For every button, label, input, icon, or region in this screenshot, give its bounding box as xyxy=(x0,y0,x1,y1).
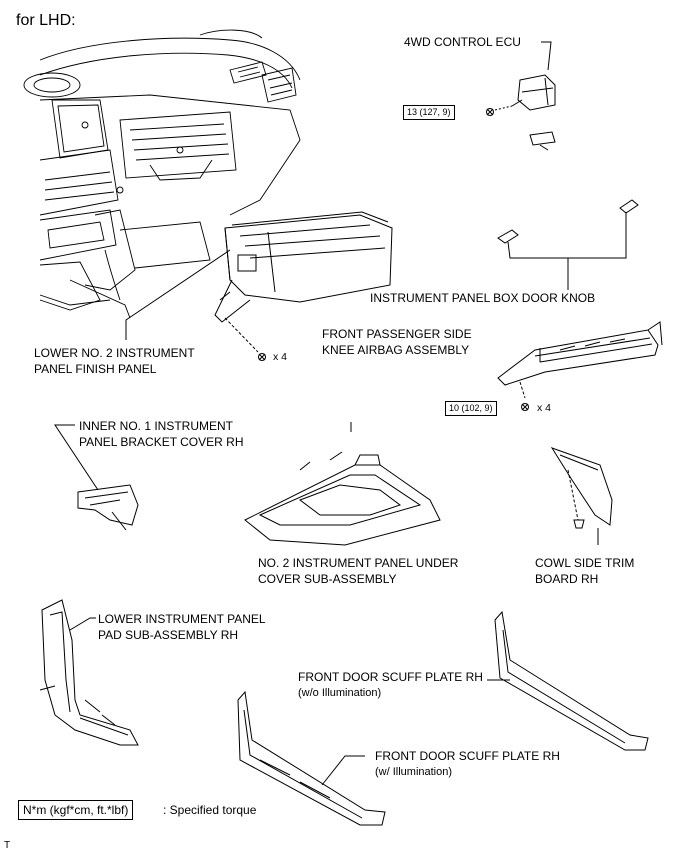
label-line: LOWER NO. 2 INSTRUMENT xyxy=(34,346,195,360)
qty-finish-panel-screws: x 4 xyxy=(273,351,288,363)
label-inner-bracket-cover: INNER NO. 1 INSTRUMENT PANEL BRACKET COV… xyxy=(79,418,243,450)
label-line: KNEE AIRBAG ASSEMBLY xyxy=(322,343,470,357)
label-line: INNER NO. 1 INSTRUMENT xyxy=(79,419,234,433)
label-4wd-control-ecu: 4WD CONTROL ECU xyxy=(404,35,521,49)
label-line: (w/o Illumination) xyxy=(298,687,382,699)
box-door-knobs xyxy=(497,199,639,259)
knee-airbag-assembly xyxy=(497,321,663,399)
label-line: PANEL BRACKET COVER RH xyxy=(79,435,244,449)
label-line: PAD SUB-ASSEMBLY RH xyxy=(98,628,239,642)
qty-airbag-bolts: x 4 xyxy=(537,402,552,414)
scuff-plate-w-illumination xyxy=(237,690,386,826)
label-line: COWL SIDE TRIM xyxy=(535,556,635,570)
label-box-door-knob: INSTRUMENT PANEL BOX DOOR KNOB xyxy=(370,291,596,305)
label-line: COVER SUB-ASSEMBLY xyxy=(258,572,397,586)
label-line: PANEL FINISH PANEL xyxy=(34,362,157,376)
ecu-module xyxy=(494,74,556,151)
label-line: (w/ Illumination) xyxy=(375,766,453,778)
torque-spec-airbag-bolt: 10 (102, 9) xyxy=(445,401,497,416)
page-title: for LHD: xyxy=(16,12,76,29)
label-lower-no2-finish-panel: LOWER NO. 2 INSTRUMENT PANEL FINISH PANE… xyxy=(34,345,195,377)
label-line: FRONT DOOR SCUFF PLATE RH xyxy=(375,749,560,763)
dashboard-illustration xyxy=(23,29,301,319)
legend-description: : Specified torque xyxy=(163,803,257,817)
label-line: BOARD RH xyxy=(535,572,599,586)
label-cowl-side-trim: COWL SIDE TRIM BOARD RH xyxy=(535,555,634,587)
legend-unit-box: N*m (kgf*cm, ft.*lbf) xyxy=(18,800,134,820)
label-scuff-plate-w: FRONT DOOR SCUFF PLATE RH (w/ Illuminati… xyxy=(375,748,560,780)
label-line: FRONT DOOR SCUFF PLATE RH xyxy=(298,670,483,684)
glove-box xyxy=(214,211,393,323)
label-knee-airbag: FRONT PASSENGER SIDE KNEE AIRBAG ASSEMBL… xyxy=(322,326,472,358)
lower-pad-assembly xyxy=(39,599,139,746)
label-scuff-plate-wo: FRONT DOOR SCUFF PLATE RH (w/o Illuminat… xyxy=(298,669,483,701)
screw-icons xyxy=(258,108,529,411)
bracket-cover xyxy=(77,484,139,531)
cowl-side-trim xyxy=(550,447,613,529)
footer-code: T xyxy=(4,840,11,851)
label-lower-pad: LOWER INSTRUMENT PANEL PAD SUB-ASSEMBLY … xyxy=(98,611,266,643)
under-cover-assembly xyxy=(244,451,441,546)
label-line: LOWER INSTRUMENT PANEL xyxy=(98,612,266,626)
label-line: NO. 2 INSTRUMENT PANEL UNDER xyxy=(258,556,459,570)
torque-spec-ecu-bolt: 13 (127, 9) xyxy=(403,105,455,120)
label-under-cover: NO. 2 INSTRUMENT PANEL UNDER COVER SUB-A… xyxy=(258,555,458,587)
label-line: FRONT PASSENGER SIDE xyxy=(322,327,472,341)
scuff-plate-wo-illumination xyxy=(494,610,649,751)
